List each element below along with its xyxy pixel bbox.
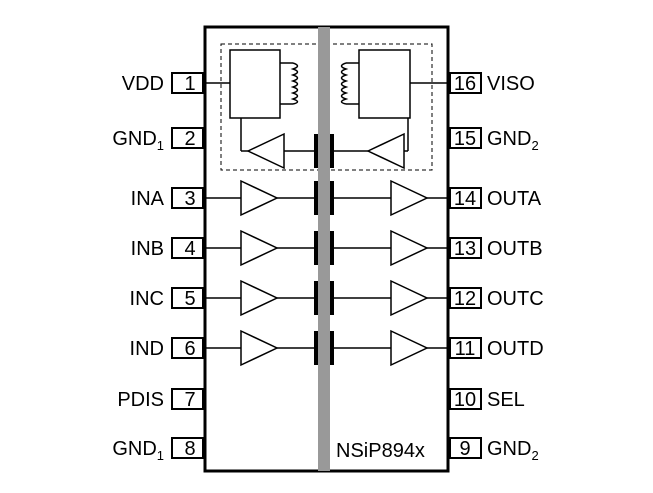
right-pin-13: 13 OUTB — [449, 237, 543, 260]
pin-box — [449, 237, 482, 259]
pin-number: 8 — [184, 438, 195, 460]
pin-number: 13 — [454, 238, 476, 260]
pin-number: 3 — [184, 188, 195, 210]
channel-a — [205, 179, 448, 217]
channel-c — [205, 279, 448, 317]
pin-number: 10 — [454, 389, 476, 411]
pin-number: 11 — [455, 338, 476, 360]
pin-name: GND1 — [112, 438, 164, 463]
isolation-capacitor — [314, 281, 334, 315]
pin-box — [171, 72, 204, 94]
left-pin-5: 5 INC — [130, 287, 204, 310]
pin-name: VISO — [487, 73, 535, 95]
pin-name: OUTC — [487, 288, 544, 310]
pin-number: 9 — [459, 438, 470, 460]
pin-name: GND2 — [487, 438, 539, 463]
left-pin-2: 2 GND1 — [112, 127, 204, 153]
pin-name: OUTD — [487, 338, 544, 360]
channel-d — [205, 329, 448, 367]
pin-box — [171, 287, 204, 309]
right-pin-14: 14 OUTA — [449, 187, 542, 210]
pin-box — [449, 127, 482, 149]
pin-number: 2 — [184, 128, 195, 150]
part-number: NSiP894x — [336, 440, 425, 462]
right-pin-9: 9 GND2 — [449, 437, 539, 463]
left-pin-8: 8 GND1 — [112, 437, 204, 463]
pin-name: VDD — [122, 73, 164, 95]
left-pin-4: 4 INB — [131, 237, 204, 260]
right-pin-15: 15 GND2 — [449, 127, 539, 153]
pin-name: SEL — [487, 389, 525, 411]
pin-name: OUTB — [487, 238, 543, 260]
pin-box — [171, 237, 204, 259]
isolation-capacitor — [314, 231, 334, 265]
left-pin-6: 6 IND — [130, 337, 204, 360]
pin-box — [449, 187, 482, 209]
left-pin-7: 7 PDIS — [117, 388, 204, 411]
right-pin-10: 10 SEL — [449, 388, 525, 411]
pin-number: 7 — [184, 389, 195, 411]
channel-b — [205, 229, 448, 267]
right-pin-11: 11 OUTD — [449, 337, 544, 360]
pin-name: OUTA — [487, 188, 542, 210]
pin-number: 16 — [454, 73, 476, 95]
pin-box — [449, 388, 482, 410]
isolation-capacitor — [314, 331, 334, 365]
left-pin-3: 3 INA — [131, 187, 204, 210]
pin-box — [171, 437, 204, 459]
pin-name: PDIS — [117, 389, 164, 411]
pin-number: 12 — [454, 288, 476, 310]
pin-box — [449, 437, 482, 459]
pin-name: IND — [130, 338, 164, 360]
pin-number: 1 — [184, 73, 195, 95]
primary-oscillator — [205, 49, 299, 119]
pin-name: GND2 — [487, 128, 539, 153]
isolation-capacitor — [314, 134, 334, 168]
pin-box — [449, 337, 482, 359]
isolation-capacitor — [314, 181, 334, 215]
pin-name: INB — [131, 238, 164, 260]
pin-name: INA — [131, 188, 165, 210]
left-pin-1: 1 VDD — [122, 72, 204, 95]
pin-number: 14 — [454, 188, 476, 210]
pin-box — [171, 187, 204, 209]
data-channels — [205, 134, 448, 367]
pin-box — [449, 72, 482, 94]
pin-number: 6 — [184, 338, 195, 360]
secondary-rectifier — [340, 49, 448, 119]
right-pin-12: 12 OUTC — [449, 287, 544, 310]
pin-box — [449, 287, 482, 309]
pin-box — [171, 337, 204, 359]
pin-number: 5 — [184, 288, 195, 310]
right-pin-16: 16 VISO — [449, 72, 535, 95]
pin-box — [171, 127, 204, 149]
pin-name: GND1 — [112, 128, 164, 153]
pin-box — [171, 388, 204, 410]
isolation-barrier — [318, 27, 330, 471]
feedback-path — [240, 118, 409, 170]
pin-number: 15 — [454, 128, 476, 150]
pin-number: 4 — [184, 238, 195, 260]
pin-name: INC — [130, 288, 164, 310]
